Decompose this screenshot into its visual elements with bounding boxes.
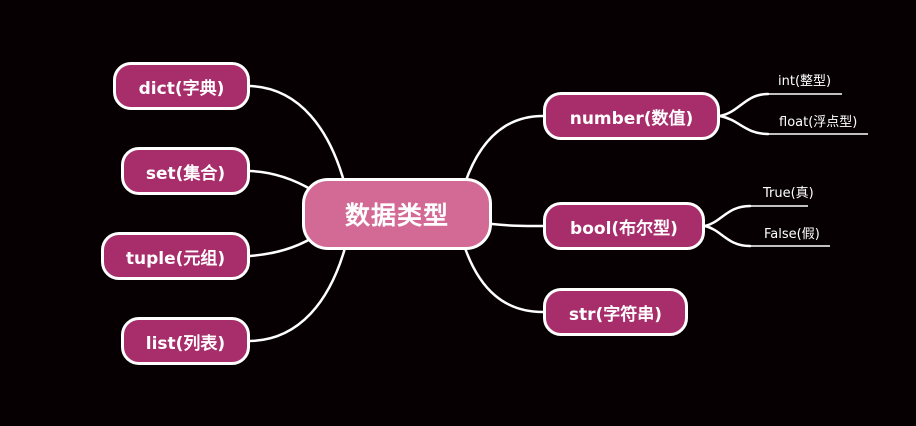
leaf-int[interactable]: int(整型) bbox=[778, 74, 832, 89]
leaf-false[interactable]: False(假) bbox=[764, 227, 820, 242]
connector-bool-true bbox=[703, 204, 752, 228]
branch-list[interactable]: list(列表) bbox=[121, 317, 250, 365]
branch-tuple[interactable]: tuple(元组) bbox=[101, 232, 250, 280]
connector-number-int bbox=[718, 92, 770, 118]
connector-number-float bbox=[718, 114, 770, 136]
branch-number[interactable]: number(数值) bbox=[543, 92, 720, 140]
branch-str[interactable]: str(字符串) bbox=[543, 288, 688, 336]
connector-center-set bbox=[248, 169, 314, 192]
leaf-float[interactable]: float(浮点型) bbox=[779, 115, 858, 130]
branch-bool[interactable]: bool(布尔型) bbox=[543, 202, 705, 250]
connector-center-str bbox=[463, 246, 545, 314]
connector-center-tuple bbox=[248, 236, 314, 258]
connector-bool-false bbox=[703, 224, 752, 248]
connector-center-number bbox=[463, 114, 545, 185]
branch-set[interactable]: set(集合) bbox=[121, 147, 250, 195]
connector-center-bool bbox=[490, 222, 545, 228]
center-node[interactable]: 数据类型 bbox=[302, 178, 492, 250]
connector-center-list bbox=[248, 246, 347, 343]
leaf-true[interactable]: True(真) bbox=[763, 186, 814, 201]
connector-center-dict bbox=[248, 84, 347, 187]
branch-dict[interactable]: dict(字典) bbox=[113, 62, 250, 110]
